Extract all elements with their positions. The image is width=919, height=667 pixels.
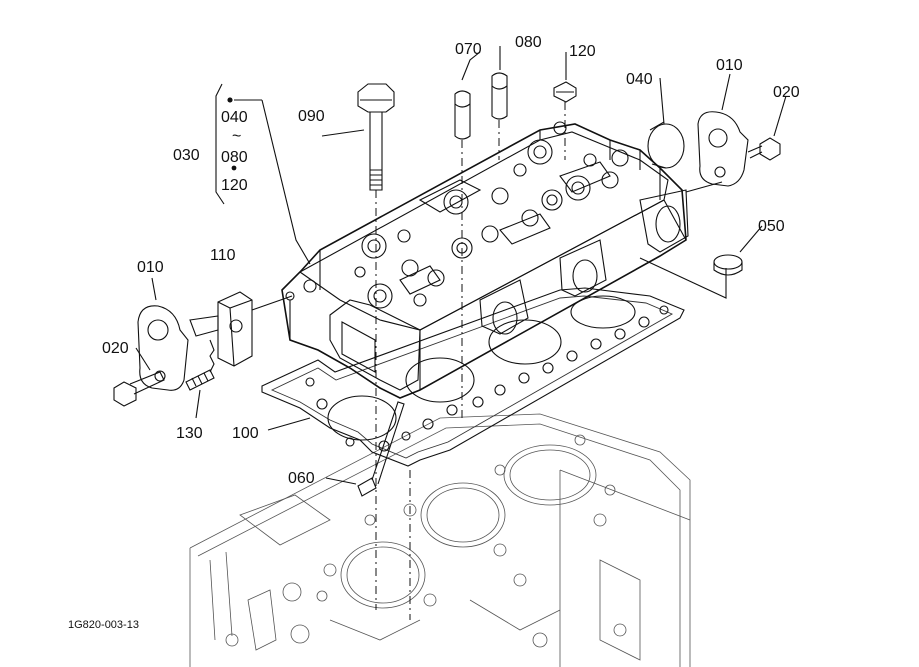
figure-id: 1G820-003-13 bbox=[68, 619, 139, 631]
callout-130: 130 bbox=[176, 425, 203, 442]
callout-010-right: 010 bbox=[716, 57, 743, 74]
callout-range-mid: 080 bbox=[221, 149, 248, 166]
range-end-dot bbox=[231, 165, 237, 171]
callout-070: 070 bbox=[455, 41, 482, 58]
callout-110: 110 bbox=[210, 247, 236, 264]
cylinder-head bbox=[281, 121, 689, 399]
leader-lines bbox=[135, 46, 787, 620]
engine-block bbox=[189, 413, 691, 667]
callout-range-tilde: ~ bbox=[232, 128, 241, 145]
callout-010-left: 010 bbox=[137, 259, 164, 276]
callout-range-start: 040 bbox=[221, 109, 248, 126]
callout-080: 080 bbox=[515, 34, 542, 51]
valve-guide-080 bbox=[491, 72, 508, 120]
plate-010-right bbox=[697, 111, 749, 187]
callout-100: 100 bbox=[232, 425, 259, 442]
cup-plug-050 bbox=[713, 254, 743, 276]
callout-120: 120 bbox=[569, 43, 596, 60]
range-start-dot bbox=[227, 97, 233, 103]
callout-050: 050 bbox=[758, 218, 785, 235]
callout-030: 030 bbox=[173, 147, 200, 164]
callout-020-right: 020 bbox=[773, 84, 800, 101]
valve-guide-070 bbox=[454, 90, 471, 140]
callout-060: 060 bbox=[288, 470, 315, 487]
bolt-020-right bbox=[747, 137, 781, 161]
bracket-110 bbox=[189, 291, 253, 373]
callout-020-left: 020 bbox=[102, 340, 129, 357]
head-gasket bbox=[261, 287, 685, 467]
callout-090: 090 bbox=[298, 108, 325, 125]
plug-120 bbox=[553, 81, 577, 103]
callout-range-end: 120 bbox=[221, 177, 248, 194]
head-bolt-090 bbox=[357, 83, 395, 191]
callout-040: 040 bbox=[626, 71, 653, 88]
stud-130 bbox=[185, 369, 215, 391]
cup-plug-040 bbox=[647, 121, 685, 169]
range-bracket bbox=[215, 83, 237, 205]
stud-060 bbox=[357, 401, 405, 497]
plate-010-left bbox=[137, 305, 189, 391]
bolt-020-left bbox=[113, 371, 165, 407]
